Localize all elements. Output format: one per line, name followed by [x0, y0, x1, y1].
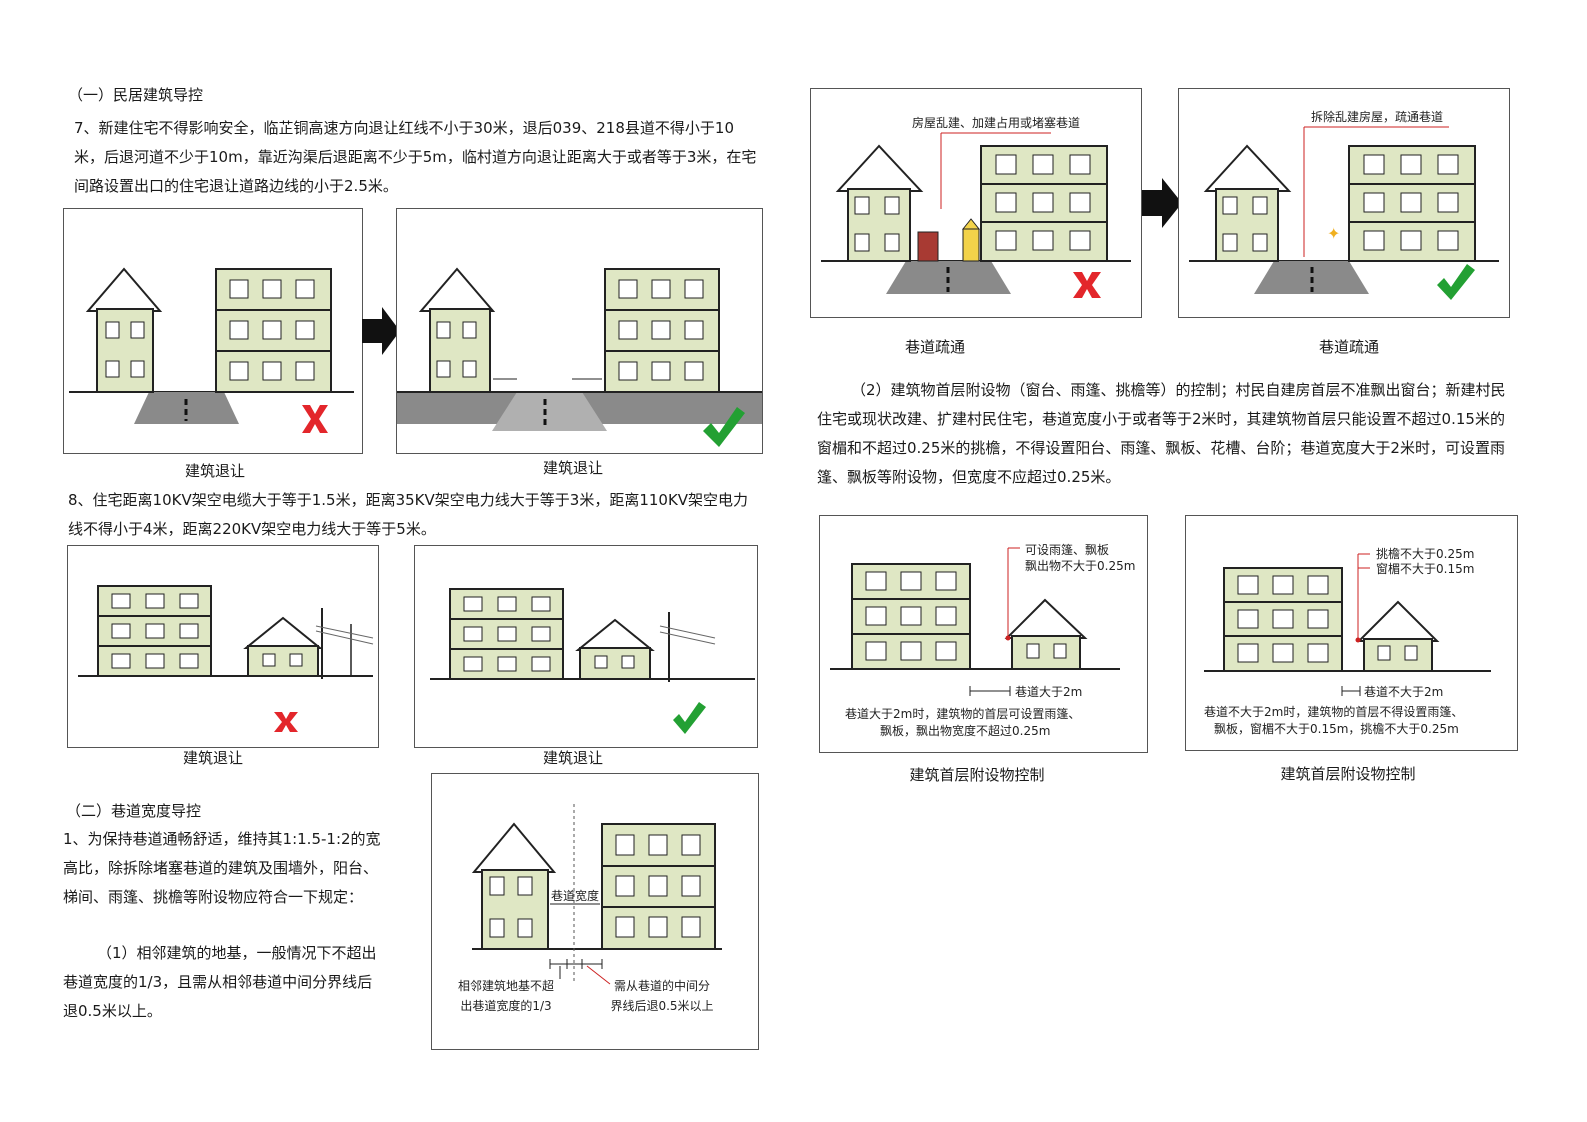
narrow-note-2: 窗楣不大于0.15m	[1376, 562, 1474, 576]
item8-text: 8、住宅距离10KV架空电缆大于等于1.5米，距离35KV架空电力线大于等于3米…	[68, 491, 749, 538]
caption-fig2: 建筑退让	[542, 459, 603, 477]
lane-right-note-1: 需从巷道的中间分	[614, 978, 710, 993]
caption-fig-c: 建筑首层附设物控制	[909, 766, 1045, 784]
lane-cleared-figure: 拆除乱建房屋，疏通巷道 ✦	[1178, 88, 1510, 318]
wide-note-1: 可设雨篷、飘板	[1025, 542, 1109, 557]
check-icon	[673, 702, 706, 734]
lane-width-label: 巷道宽度	[551, 888, 599, 903]
lane-left-note-2: 出巷道宽度的1/3	[460, 998, 551, 1013]
narrow-desc-1: 巷道不大于2m时，建筑物的首层不得设置雨篷、	[1204, 704, 1463, 719]
right-para2: （2）建筑物首层附设物（窗台、雨篷、挑檐等）的控制；村民自建房首层不准飘出窗台；…	[817, 381, 1506, 486]
caption-fig-d: 建筑首层附设物控制	[1280, 765, 1416, 783]
caption-fig4: 建筑退让	[542, 749, 603, 767]
caption-fig-a: 巷道疏通	[904, 338, 965, 356]
check-icon	[703, 407, 745, 447]
item7-text: 7、新建住宅不得影响安全，临芷铜高速方向退让红线不小于30米，退后039、218…	[74, 119, 757, 195]
powerline-figure-wrong	[67, 545, 379, 748]
sparkle-icon: ✦	[1327, 224, 1340, 243]
narrow-note-1: 挑檐不大于0.25m	[1376, 547, 1474, 561]
section2-heading: （二）巷道宽度导控	[66, 802, 202, 820]
attachment-figure-narrow: 挑檐不大于0.25m 窗楣不大于0.15m 巷道不大于2m 巷道不大于2m时，建…	[1185, 515, 1518, 751]
narrow-desc-2: 飘板，窗楣不大于0.15m，挑檐不大于0.25m	[1214, 722, 1459, 736]
arrow-icon	[1140, 176, 1184, 230]
cleared-label: 拆除乱建房屋，疏通巷道	[1311, 109, 1443, 124]
wide-width: 巷道大于2m	[1015, 685, 1082, 699]
setback-figure-correct	[396, 208, 763, 454]
wide-desc-2: 飘板，飘出物宽度不超过0.25m	[880, 723, 1050, 738]
lane-blocked-figure: 房屋乱建、加建占用或堵塞巷道	[810, 88, 1142, 318]
narrow-width: 巷道不大于2m	[1364, 685, 1443, 699]
lane-width-figure: 巷道宽度 相邻建筑地基不超 出巷道宽度的1/3 需从巷道的中间分 界线后退0.5…	[431, 773, 759, 1050]
wide-desc-1: 巷道大于2m时，建筑物的首层可设置雨篷、	[845, 706, 1080, 721]
caption-fig-b: 巷道疏通	[1318, 338, 1379, 356]
arrow-icon	[362, 305, 402, 357]
setback-figure-wrong	[63, 208, 363, 454]
cross-icon	[1073, 272, 1101, 298]
section1-heading: （一）民居建筑导控	[68, 86, 204, 104]
blocked-label: 房屋乱建、加建占用或堵塞巷道	[912, 115, 1080, 130]
lane-right-note-2: 界线后退0.5米以上	[610, 999, 713, 1013]
caption-fig1: 建筑退让	[184, 462, 245, 480]
wide-note-2: 飘出物不大于0.25m	[1025, 559, 1135, 573]
check-icon	[1437, 264, 1475, 300]
section2-para2: （1）相邻建筑的地基，一般情况下不超出巷道宽度的1/3，且需从相邻巷道中间分界线…	[63, 944, 377, 1020]
lane-left-note-1: 相邻建筑地基不超	[458, 978, 554, 993]
attachment-figure-wide: 可设雨篷、飘板 飘出物不大于0.25m 巷道大于2m 巷道大于2m时，建筑物的首…	[819, 515, 1148, 753]
powerline-figure-correct	[414, 545, 758, 748]
cross-icon	[302, 405, 328, 433]
cross-icon	[274, 712, 298, 732]
section2-para1: 1、为保持巷道通畅舒适，维持其1:1.5-1:2的宽高比，除拆除堵塞巷道的建筑及…	[63, 830, 381, 906]
caption-fig3: 建筑退让	[182, 749, 243, 767]
